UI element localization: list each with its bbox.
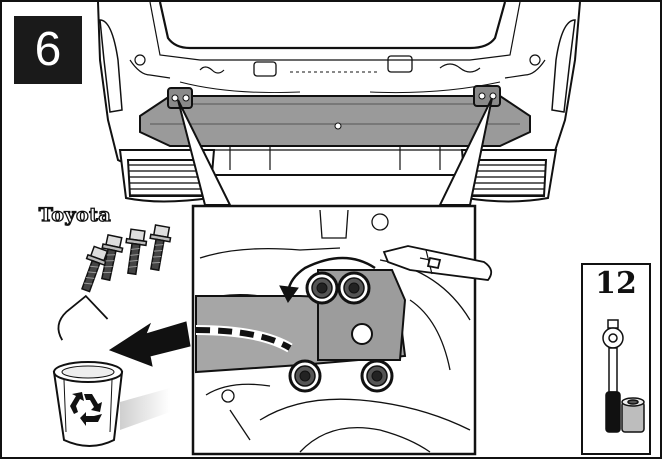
bolts-pile (76, 224, 172, 293)
bolt-lower-left (290, 361, 320, 391)
bumper-beam (140, 86, 530, 146)
socket-size-label: 12 (582, 266, 650, 301)
arrow-left-icon (110, 322, 190, 366)
step-number: 6 (14, 16, 82, 84)
socket-icon (622, 398, 644, 432)
bolt-upper-right (339, 273, 369, 303)
bolt-upper-left (307, 273, 337, 303)
bolt-lower-right (362, 361, 392, 391)
hardware-brand-label: Toyota (16, 204, 134, 226)
recycle-bin-icon (49, 292, 170, 446)
detail-inset (193, 206, 475, 454)
